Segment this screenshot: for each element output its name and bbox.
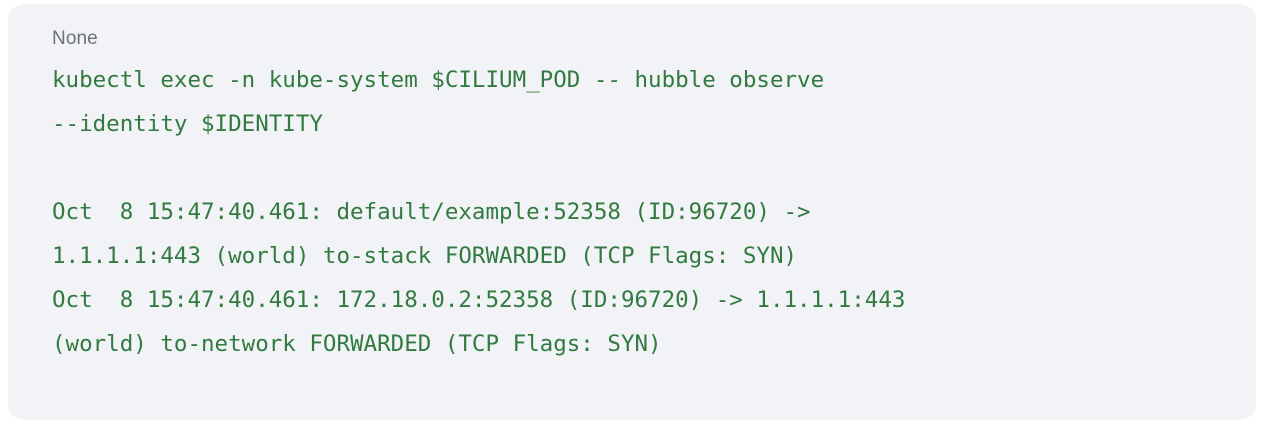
code-line: Oct 8 15:47:40.461: 172.18.0.2:52358 (ID… bbox=[52, 287, 906, 313]
code-line: (world) to-network FORWARDED (TCP Flags:… bbox=[52, 331, 662, 357]
code-line: 1.1.1.1:443 (world) to-stack FORWARDED (… bbox=[52, 243, 798, 269]
code-line: kubectl exec -n kube-system $CILIUM_POD … bbox=[52, 67, 825, 93]
code-block-card: None kubectl exec -n kube-system $CILIUM… bbox=[8, 4, 1256, 420]
code-line: --identity $IDENTITY bbox=[52, 111, 323, 137]
terminal-code-block[interactable]: kubectl exec -n kube-system $CILIUM_POD … bbox=[52, 58, 1216, 366]
code-line-blank bbox=[52, 146, 1216, 190]
code-line: Oct 8 15:47:40.461: default/example:5235… bbox=[52, 199, 811, 225]
code-language-label: None bbox=[52, 28, 98, 49]
